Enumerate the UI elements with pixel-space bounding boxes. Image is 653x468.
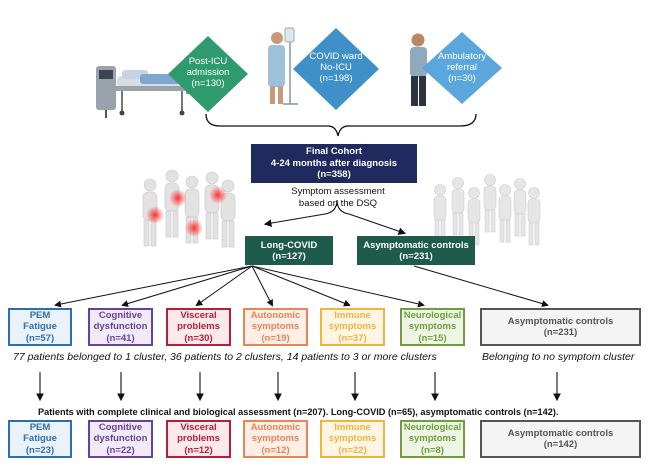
complete-assessment-text: Patients with complete clinical and biol… [38, 407, 559, 417]
standing-person-icon [410, 33, 427, 106]
complete-cluster-neurological-box: Neurological symptoms (n=8) [400, 420, 465, 458]
merge-brace [205, 113, 477, 137]
cluster-asymptomatic-box: Asymptomatic controls (n=231) [480, 308, 641, 346]
post-icu-label: Post-ICU admission (n=130) [186, 56, 230, 89]
complete-cluster-visceral-box: Visceral problems (n=12) [166, 420, 231, 458]
patient-with-iv-icon [268, 27, 298, 105]
long-covid-box: Long-COVID (n=127) [245, 236, 333, 265]
cluster-distribution-note: 77 patients belonged to 1 cluster, 36 pa… [13, 351, 437, 363]
asymptomatic-group-box: Asymptomatic controls (n=231) [357, 236, 475, 265]
final-cohort-box: Final Cohort 4-24 months after diagnosis… [251, 144, 417, 183]
complete-cluster-cognitive-box: Cognitive dysfunction (n=22) [88, 420, 153, 458]
cluster-neurological-box: Neurological symptoms (n=15) [400, 308, 465, 346]
diamond-covid-ward [293, 28, 379, 110]
diamond-ambulatory [422, 32, 502, 104]
no-cluster-note: Belonging to no symptom cluster [482, 351, 635, 363]
complete-cluster-immune-box: Immune symptoms (n=22) [320, 420, 385, 458]
covid-ward-label: COVID ward No-ICU (n=198) [309, 51, 363, 84]
complete-cluster-autonomic-box: Autonomic symptoms (n=12) [243, 420, 308, 458]
diamond-post-icu [168, 36, 248, 112]
cluster-visceral-box: Visceral problems (n=30) [166, 308, 231, 346]
cluster-autonomic-box: Autonomic symptoms (n=19) [243, 308, 308, 346]
ambulatory-label: Ambulatory referral (n=30) [437, 51, 487, 84]
fan-arrows [54, 265, 549, 308]
cluster-pem-box: PEM Fatigue (n=57) [8, 308, 72, 346]
healthy-figures-icon [433, 174, 541, 246]
cluster-cognitive-box: Cognitive dysfunction (n=41) [88, 308, 153, 346]
body-pain-figures-icon [142, 169, 236, 248]
symptom-assessment-text: Symptom assessment based on the DSQ [291, 186, 385, 209]
complete-cluster-asymptomatic-box: Asymptomatic controls (n=142) [480, 420, 641, 458]
down-arrow-icon [36, 372, 561, 402]
cluster-immune-box: Immune symptoms (n=37) [320, 308, 385, 346]
complete-cluster-pem-box: PEM Fatigue (n=23) [8, 420, 72, 458]
